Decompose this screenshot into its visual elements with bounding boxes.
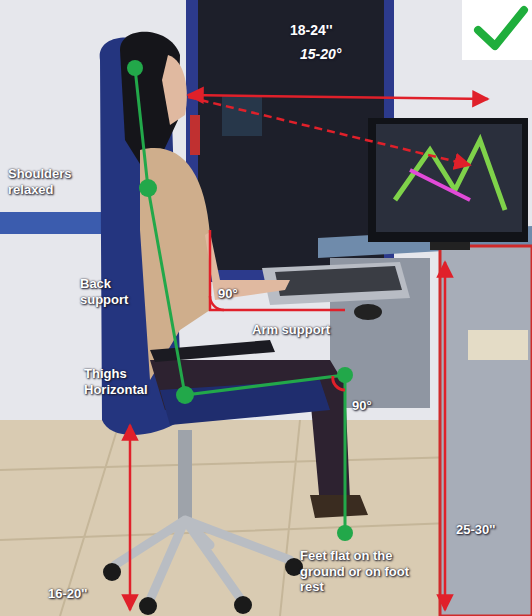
- annotation-label: 25-30'': [456, 522, 495, 538]
- annotation-label: Arm support: [252, 322, 330, 338]
- annotation-label: 90°: [352, 398, 372, 414]
- annotation-label: 16-20'': [48, 586, 87, 602]
- annotation-label: 18-24'': [290, 22, 332, 39]
- annotation-label: 15-20°: [300, 46, 341, 63]
- annotation-label: Thighs Horizontal: [84, 366, 164, 397]
- annotation-label: 90°: [218, 286, 238, 302]
- annotation-label: Feet flat on the ground or on foot rest: [300, 548, 432, 595]
- annotation-label: Shoulders relaxed: [8, 166, 88, 197]
- annotation-label: Back support: [80, 276, 142, 307]
